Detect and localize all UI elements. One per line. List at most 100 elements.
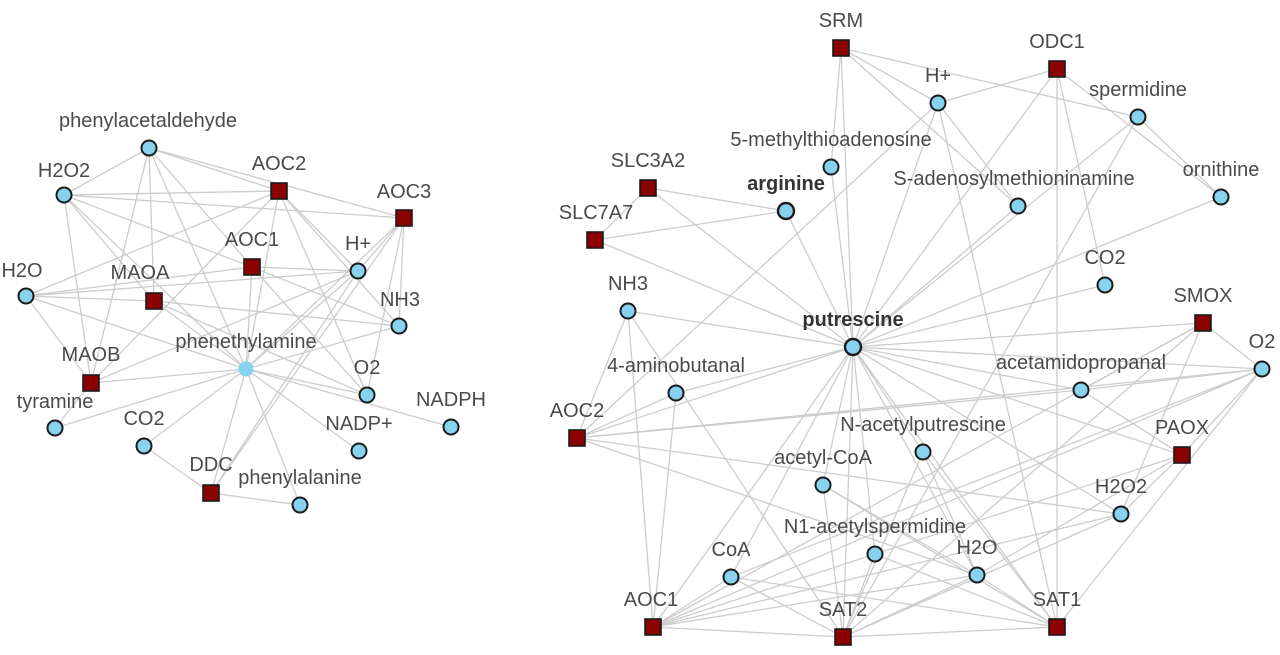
right-node-nacetylputrescine-metabolite-circle [914,443,932,461]
right-label-SLC3A2: SLC3A2 [611,150,686,172]
right-edge-O2-SAT1 [1056,368,1263,628]
right-edge-SRM-spermidine [840,47,1139,118]
right-node-AOC1-enzyme-square [644,618,662,636]
left-label-Hplus: H+ [345,233,371,255]
right-edge-putrescine-SLC7A7 [594,239,854,348]
right-edge-nacetylputrescine-SAT1 [922,451,1058,628]
right-label-CoA: CoA [712,539,752,561]
right-edge-SMOX-O2 [1202,322,1263,370]
right-edge-ODC1-CO2 [1056,68,1106,286]
right-edge-acetylcoa-SAT2 [822,484,844,638]
left-edge-phenethylamine-MAOB [90,368,247,384]
right-label-sam: S-adenosylmethioninamine [893,168,1134,190]
left-label-H2O: H2O [1,260,42,282]
right-node-H2O-metabolite-circle [968,566,986,584]
right-edge-H2O-SAT1 [976,574,1058,628]
right-edge-putrescine-acetamidopropanal [852,346,1082,391]
right-label-H2O2: H2O2 [1095,476,1147,498]
right-node-mta-metabolite-circle [822,158,840,176]
left-label-MAOA: MAOA [111,262,171,284]
left-edge-H2O2-MAOA [63,194,155,302]
right-label-nacetylputrescine: N-acetylputrescine [840,414,1006,436]
right-edge-aminobutanal-AOC2 [576,392,677,439]
left-edge-AOC3-O2 [366,217,405,396]
right-edge-O2-PAOX [1181,368,1263,456]
right-edge-SRM-Hplus [840,47,939,104]
left-node-AOC2-enzyme-square [270,182,288,200]
left-edge-phenethylamine-tyramine [54,368,247,429]
right-edge-SLC3A2-arginine [647,187,787,212]
right-node-n1acetylspermidine-metabolite-circle [866,545,884,563]
left-node-DDC-enzyme-square [202,484,220,502]
left-edge-AOC2-Hplus [278,190,359,272]
right-node-acetylcoa-metabolite-circle [814,476,832,494]
left-label-H2O2: H2O2 [38,160,90,182]
right-label-H2O: H2O [956,537,997,559]
right-edge-NH3-AOC1 [627,310,654,628]
right-label-n1acetylspermidine: N1-acetylspermidine [784,516,966,538]
left-edge-phenethylamine-H2O2 [63,194,247,370]
right-edge-ODC1-Hplus [937,68,1058,104]
right-edge-putrescine-SMOX [852,322,1204,348]
right-edge-putrescine-sam [852,205,1019,348]
left-node-NH3-metabolite-circle [390,317,408,335]
left-node-H2O-metabolite-circle [17,287,35,305]
right-label-O2: O2 [1249,331,1276,353]
right-edge-putrescine-CoA [730,346,854,578]
left-edge-H2O-MAOA [25,295,155,302]
right-edge-AOC1-SAT2 [652,626,844,638]
right-edge-Hplus-AOC2 [576,102,939,439]
right-edge-putrescine-H2O2 [852,346,1122,515]
left-node-H2O2-metabolite-circle [55,186,73,204]
right-edge-NH3-SAT2 [627,310,844,638]
left-label-CO2: CO2 [123,408,164,430]
left-node-AOC1-enzyme-square [243,258,261,276]
right-edge-spermidine-SAT2 [842,116,1139,638]
left-node-Hplus-metabolite-circle [349,262,367,280]
right-edge-AOC2-H2O2 [576,437,1122,515]
left-edge-phenethylamine-O2 [245,368,368,396]
left-edge-phenethylamine-NADPplus [245,368,360,452]
right-node-ODC1-enzyme-square [1048,60,1066,78]
right-node-PAOX-enzyme-square [1173,446,1191,464]
right-label-ornithine: ornithine [1183,159,1260,181]
left-label-NH3: NH3 [380,289,420,311]
right-edge-spermidine-ornithine [1137,116,1222,198]
right-label-ODC1: ODC1 [1029,31,1085,53]
left-edge-H2O-Hplus [25,270,359,297]
right-edge-AOC2-O2 [576,368,1263,439]
right-label-putrescine: putrescine [802,309,903,331]
right-edge-ODC1-ornithine [1056,68,1222,198]
right-edge-putrescine-acetylcoa [822,346,854,486]
left-edge-H2O2-AOC1 [63,194,253,268]
left-edge-AOC3-DDC [210,217,405,494]
right-edge-putrescine-SRM [840,47,854,348]
left-node-CO2-metabolite-circle [135,437,153,455]
left-edge-phenethylamine-phenylacetaldehyde [148,147,247,370]
right-node-CoA-metabolite-circle [722,568,740,586]
left-edge-AOC1-O2 [251,266,368,396]
right-label-AOC1: AOC1 [624,589,678,611]
right-node-putrescine-metabolite-circle [843,337,863,357]
right-label-mta: 5-methylthioadenosine [730,129,931,151]
left-edge-phenylacetaldehyde-H2O2 [63,147,150,196]
left-label-tyramine: tyramine [17,391,94,413]
right-edge-aminobutanal-AOC1 [652,392,677,628]
right-edge-CoA-SAT1 [730,576,1058,628]
right-edge-PAOX-n1acetylspermidine [874,454,1183,555]
left-edge-phenethylamine-AOC1 [245,266,253,370]
left-label-NADPH: NADPH [416,389,486,411]
left-node-AOC3-enzyme-square [395,209,413,227]
left-label-DDC: DDC [189,454,232,476]
right-label-acetamidopropanal: acetamidopropanal [996,352,1166,374]
right-node-SLC3A2-enzyme-square [639,179,657,197]
right-edge-putrescine-n1acetylspermidine [852,346,876,555]
left-label-AOC2: AOC2 [252,153,306,175]
left-edge-AOC3-NH3 [398,217,405,327]
right-edge-n1acetylspermidine-SAT2 [842,553,876,638]
left-edge-H2O-MAOB [25,295,92,384]
right-node-AOC2-enzyme-square [568,429,586,447]
right-edge-SMOX-SAT2 [842,322,1204,638]
right-edge-PAOX-H2O2 [1120,454,1183,515]
